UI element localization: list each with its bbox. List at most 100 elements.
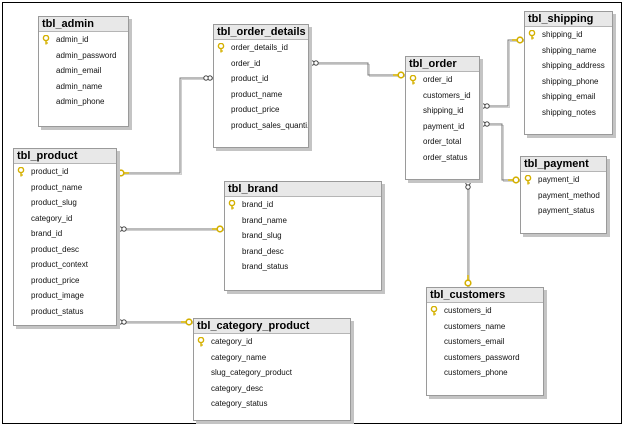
column-row[interactable]: customers_phone	[427, 365, 543, 381]
column-row[interactable]: slug_category_product	[194, 365, 350, 381]
column-list: payment_id payment_method payment_status	[521, 172, 606, 219]
column-row[interactable]: brand_id	[225, 197, 381, 213]
column-row[interactable]: product_context	[14, 257, 116, 273]
column-row[interactable]: payment_id	[521, 172, 606, 188]
primary-key-icon	[217, 42, 225, 56]
column-row[interactable]: shipping_name	[525, 43, 612, 59]
column-row[interactable]: admin_id	[39, 32, 128, 48]
column-name: brand_status	[242, 262, 289, 271]
column-name: product_context	[31, 260, 88, 269]
relationship-line[interactable]	[480, 36, 526, 109]
column-row[interactable]: payment_status	[521, 203, 606, 219]
column-row[interactable]: category_id	[14, 211, 116, 227]
many-end-icon	[465, 180, 471, 190]
column-row[interactable]: shipping_address	[525, 58, 612, 74]
one-end-key-icon	[212, 225, 224, 233]
table-customers[interactable]: tbl_customers customers_id customers_name…	[426, 287, 544, 396]
relationship-line[interactable]	[117, 318, 195, 326]
diagram-frame	[2, 2, 622, 424]
column-row[interactable]: order_id	[406, 72, 479, 88]
column-row[interactable]: category_name	[194, 350, 350, 366]
column-row[interactable]: product_slug	[14, 195, 116, 211]
column-row[interactable]: order_details_id	[214, 40, 308, 56]
column-row[interactable]: brand_desc	[225, 244, 381, 260]
column-name: order_id	[423, 75, 453, 84]
column-name: customers_name	[444, 321, 506, 331]
column-row[interactable]: payment_id	[406, 119, 479, 135]
column-row[interactable]: order_total	[406, 134, 479, 150]
column-name: order_details_id	[231, 43, 288, 52]
column-row[interactable]: brand_status	[225, 259, 381, 275]
column-name: customers_phone	[444, 368, 508, 377]
column-row[interactable]: category_desc	[194, 381, 350, 397]
column-row[interactable]: product_image	[14, 288, 116, 304]
relationship-line[interactable]	[480, 121, 522, 184]
column-row[interactable]: product_sales_quanti...	[214, 118, 308, 134]
column-row[interactable]: order_id	[214, 56, 308, 72]
relationship-line[interactable]	[309, 60, 407, 79]
column-row[interactable]: product_name	[14, 180, 116, 196]
relationship-line[interactable]	[117, 225, 226, 233]
column-row[interactable]: brand_id	[14, 226, 116, 242]
column-name: product_price	[31, 275, 80, 285]
column-row[interactable]: shipping_id	[525, 27, 612, 43]
column-row[interactable]: product_status	[14, 304, 116, 320]
column-row[interactable]: customers_password	[427, 350, 543, 366]
column-row[interactable]: customers_id	[427, 303, 543, 319]
column-row[interactable]: brand_name	[225, 213, 381, 229]
column-row[interactable]: product_id	[14, 164, 116, 180]
column-row[interactable]: category_id	[194, 334, 350, 350]
primary-key-icon	[197, 336, 205, 350]
column-row[interactable]: customers_name	[427, 319, 543, 335]
column-row[interactable]: admin_password	[39, 48, 128, 64]
column-row[interactable]: product_desc	[14, 242, 116, 258]
column-row[interactable]: shipping_phone	[525, 74, 612, 90]
column-name: customers_id	[423, 90, 471, 100]
column-row[interactable]: shipping_notes	[525, 105, 612, 121]
column-row[interactable]: customers_id	[406, 88, 479, 104]
many-end-icon	[480, 121, 490, 127]
column-row[interactable]: customers_email	[427, 334, 543, 350]
column-row[interactable]: product_id	[214, 71, 308, 87]
column-row[interactable]: product_price	[214, 102, 308, 118]
column-name: admin_phone	[56, 97, 105, 106]
column-name: shipping_email	[542, 92, 596, 101]
column-row[interactable]: admin_name	[39, 79, 128, 95]
column-row[interactable]: product_name	[214, 87, 308, 103]
column-row[interactable]: category_status	[194, 396, 350, 412]
column-row[interactable]: order_status	[406, 150, 479, 166]
column-row[interactable]: brand_slug	[225, 228, 381, 244]
column-name: payment_id	[538, 175, 580, 184]
table-title: tbl_customers	[427, 288, 543, 303]
column-name: category_id	[31, 213, 73, 223]
column-name: admin_password	[56, 50, 117, 60]
column-name: brand_slug	[242, 231, 282, 240]
column-row[interactable]: product_price	[14, 273, 116, 289]
column-row[interactable]: shipping_email	[525, 89, 612, 105]
primary-key-icon	[409, 74, 417, 88]
column-name: payment_status	[538, 206, 595, 215]
column-name: brand_desc	[242, 246, 284, 256]
column-name: brand_name	[242, 215, 287, 225]
column-row[interactable]: admin_phone	[39, 94, 128, 110]
column-name: shipping_id	[542, 30, 583, 39]
column-row[interactable]: admin_email	[39, 63, 128, 79]
many-end-icon	[203, 75, 213, 81]
column-row[interactable]: shipping_id	[406, 103, 479, 119]
relationship-line[interactable]	[464, 180, 472, 289]
relationship-line[interactable]	[117, 75, 215, 177]
many-end-icon	[117, 226, 127, 232]
column-row[interactable]: payment_method	[521, 188, 606, 204]
